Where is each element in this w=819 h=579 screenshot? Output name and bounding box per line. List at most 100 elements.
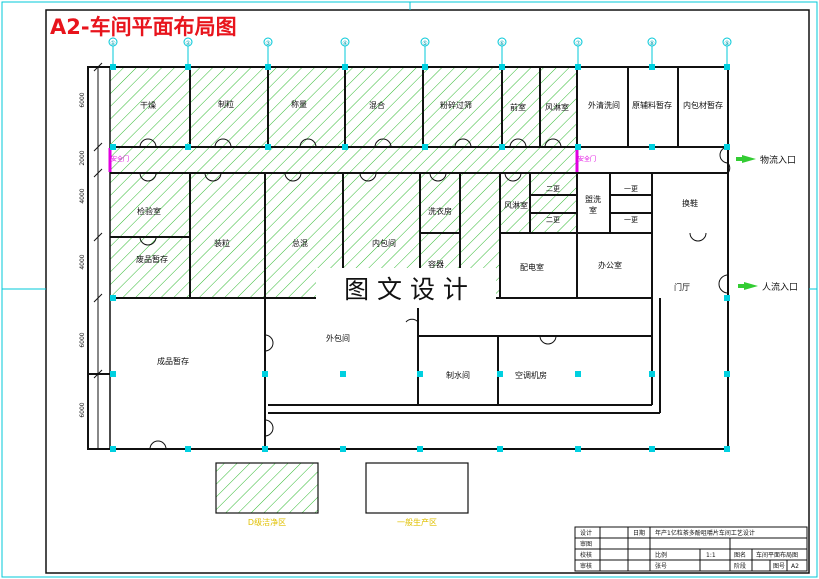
room-chengpin: 成品暂存 [157,356,189,366]
column-marker [110,446,116,452]
room-rongqi: 容器 [428,259,444,269]
column-grid [110,46,730,452]
tb-r3-c0: 校核 [580,551,592,559]
room-xiyi: 洗衣房 [428,206,452,216]
axis-label: ④ [342,40,347,47]
room-hunhe: 混合 [369,100,385,110]
room-qianshi: 前室 [510,102,526,112]
column-marker [110,371,116,377]
column-marker [185,64,191,70]
watermark-plate [316,268,496,308]
room-waibao: 外包间 [326,333,350,343]
tb-r4-c0: 审核 [580,562,592,570]
legend-plain-box [365,462,469,514]
column-marker [110,144,116,150]
room-yuxi: 盥洗室 [585,194,601,215]
title-block-text: 设计 日期 年产1亿粒茶多酚咀嚼片车间工艺设计 审图 校核 比例 1:1 图名 … [580,529,799,570]
room-bangong: 办公室 [598,260,622,270]
column-marker [575,144,581,150]
room-zongchun: 总混 [292,238,308,248]
column-marker [417,446,423,452]
room-peidian: 配电室 [520,262,544,272]
column-marker [724,446,730,452]
dimension-label: 6000 [79,402,86,417]
column-marker [110,64,116,70]
room-yi-geng-a: 一更 [624,185,638,193]
column-marker [575,371,581,377]
room-fensui: 粉碎过筛 [440,100,472,110]
room-fenglin-top: 风淋室 [545,102,569,112]
room-feipin: 废品暂存 [136,254,168,264]
axis-bubble [340,37,350,47]
page-title: A2-车间平面布局图 [50,15,237,39]
room-jianyan: 检验室 [137,206,161,216]
column-marker [649,446,655,452]
room-er-geng-a: 二更 [546,185,560,193]
tb-r1-c3: 年产1亿粒茶多酚咀嚼片车间工艺设计 [655,529,755,537]
dimension-tick [93,232,103,242]
column-marker [649,144,655,150]
tb-r3-c3: 1:1 [706,552,716,559]
column-marker [422,64,428,70]
axis-label: ⑨ [724,40,729,47]
dimension-label: 2000 [79,150,86,165]
tb-r1-c2: 日期 [633,529,645,537]
axis-bubble [497,37,507,47]
room-labels: 干燥 制粒 称量 混合 粉碎过筛 前室 风淋室 外清洗间 原辅料暂存 内包材暂存… [136,99,723,380]
column-marker [499,64,505,70]
personnel-arrow [738,282,758,290]
legend-plain-label: 一般生产区 [397,517,437,527]
dimension-tick [93,142,103,152]
room-huanxie: 换鞋 [682,198,698,208]
column-marker [265,64,271,70]
room-yi-geng-b: 一更 [624,216,638,224]
column-marker [342,64,348,70]
dimension-tick [93,369,103,379]
column-marker [185,446,191,452]
room-menting: 门厅 [674,282,690,292]
room-zhili: 制粒 [218,99,234,109]
safety-door-label-left: 安全门 [111,155,129,163]
column-marker [262,446,268,452]
room-zhuangli: 装粒 [214,238,230,248]
column-marker [724,371,730,377]
room-kongtiao: 空调机房 [515,370,547,380]
column-marker [724,144,730,150]
axis-bubble [108,37,118,47]
safety-door-label-right: 安全门 [578,155,596,163]
room-waiqing: 外清洗间 [588,100,620,110]
clean-zone-hatch [110,67,577,298]
tb-r2-c0: 审图 [580,540,592,548]
column-marker [575,64,581,70]
dimension-tick [93,168,103,178]
dimension-label: 6000 [79,332,86,347]
axis-label: ⑥ [499,40,504,47]
inner-frame [45,9,810,574]
legend-hatch-box [215,462,319,514]
personnel-entrance-label: 人流入口 [762,281,798,293]
column-marker [340,371,346,377]
room-ganzao: 干燥 [140,101,156,110]
axis-label: ⑤ [422,40,427,47]
axis-label: ⑧ [649,40,654,47]
dimension-tick [93,293,103,303]
column-marker [497,371,503,377]
dimension-label: 4000 [79,188,86,203]
column-marker [724,295,730,301]
legend-hatch-label: D级洁净区 [248,517,286,527]
room-fenglin-mid: 风淋室 [504,200,528,210]
column-marker [724,64,730,70]
tb-r4-c7: A2 [791,563,799,570]
column-marker [422,144,428,150]
column-marker [110,295,116,301]
title-block [574,526,808,572]
axis-bubble [722,37,732,47]
room-chengliang: 称量 [291,99,307,109]
room-neibao: 内包间 [372,238,396,248]
tb-r3-c4: 图名 [734,551,746,559]
doors [139,138,731,450]
